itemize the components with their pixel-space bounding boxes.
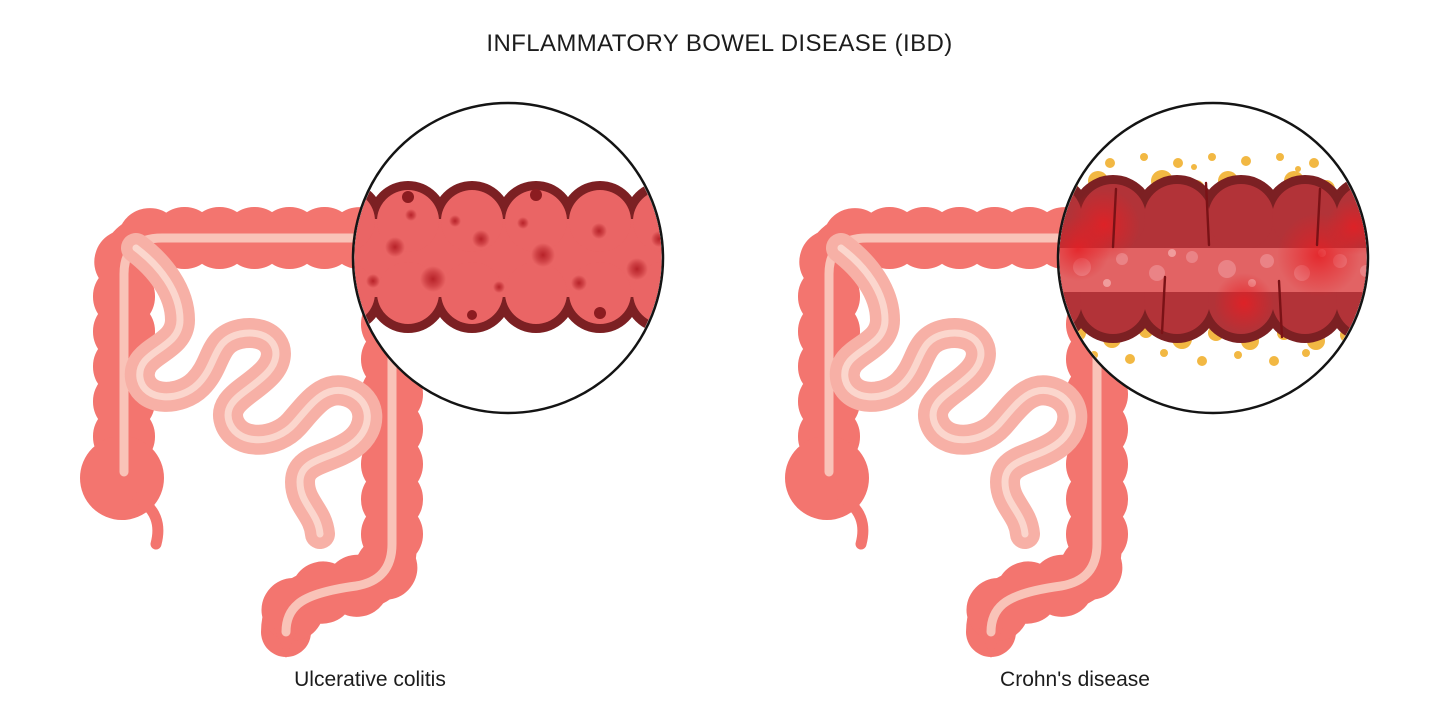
ulcerative-colitis-bowel-section <box>354 181 662 333</box>
small-intestine-highlight <box>837 244 1076 538</box>
magnified-bowel-crohns-disease <box>1056 101 1370 415</box>
appendix <box>837 492 869 550</box>
ulcers <box>366 209 662 293</box>
colon-lumen-highlight <box>119 233 397 637</box>
bowel-mucosa <box>354 190 662 324</box>
diagram-title: INFLAMMATORY BOWEL DISEASE (IBD) <box>486 30 953 57</box>
colon-lumen-highlight <box>824 233 1102 637</box>
appendix <box>132 492 164 550</box>
inflammation-glow <box>1059 189 1367 333</box>
rectum-tip <box>979 628 1003 658</box>
magnified-bowel-ulcerative-colitis <box>351 101 665 415</box>
rectum-tip <box>274 628 298 658</box>
lens-border <box>1056 101 1370 415</box>
crohns-bowel-section <box>1059 153 1367 366</box>
small-intestine-highlight <box>132 244 371 538</box>
intestines-illustration-left <box>80 207 423 660</box>
fissures <box>1111 181 1322 339</box>
label-crohns-disease: Crohn's disease <box>1000 668 1150 691</box>
intestines-illustration-right <box>785 207 1128 660</box>
label-ulcerative-colitis: Ulcerative colitis <box>294 668 446 691</box>
rim-ulcer-dots <box>402 189 662 320</box>
lens-border <box>351 101 665 415</box>
